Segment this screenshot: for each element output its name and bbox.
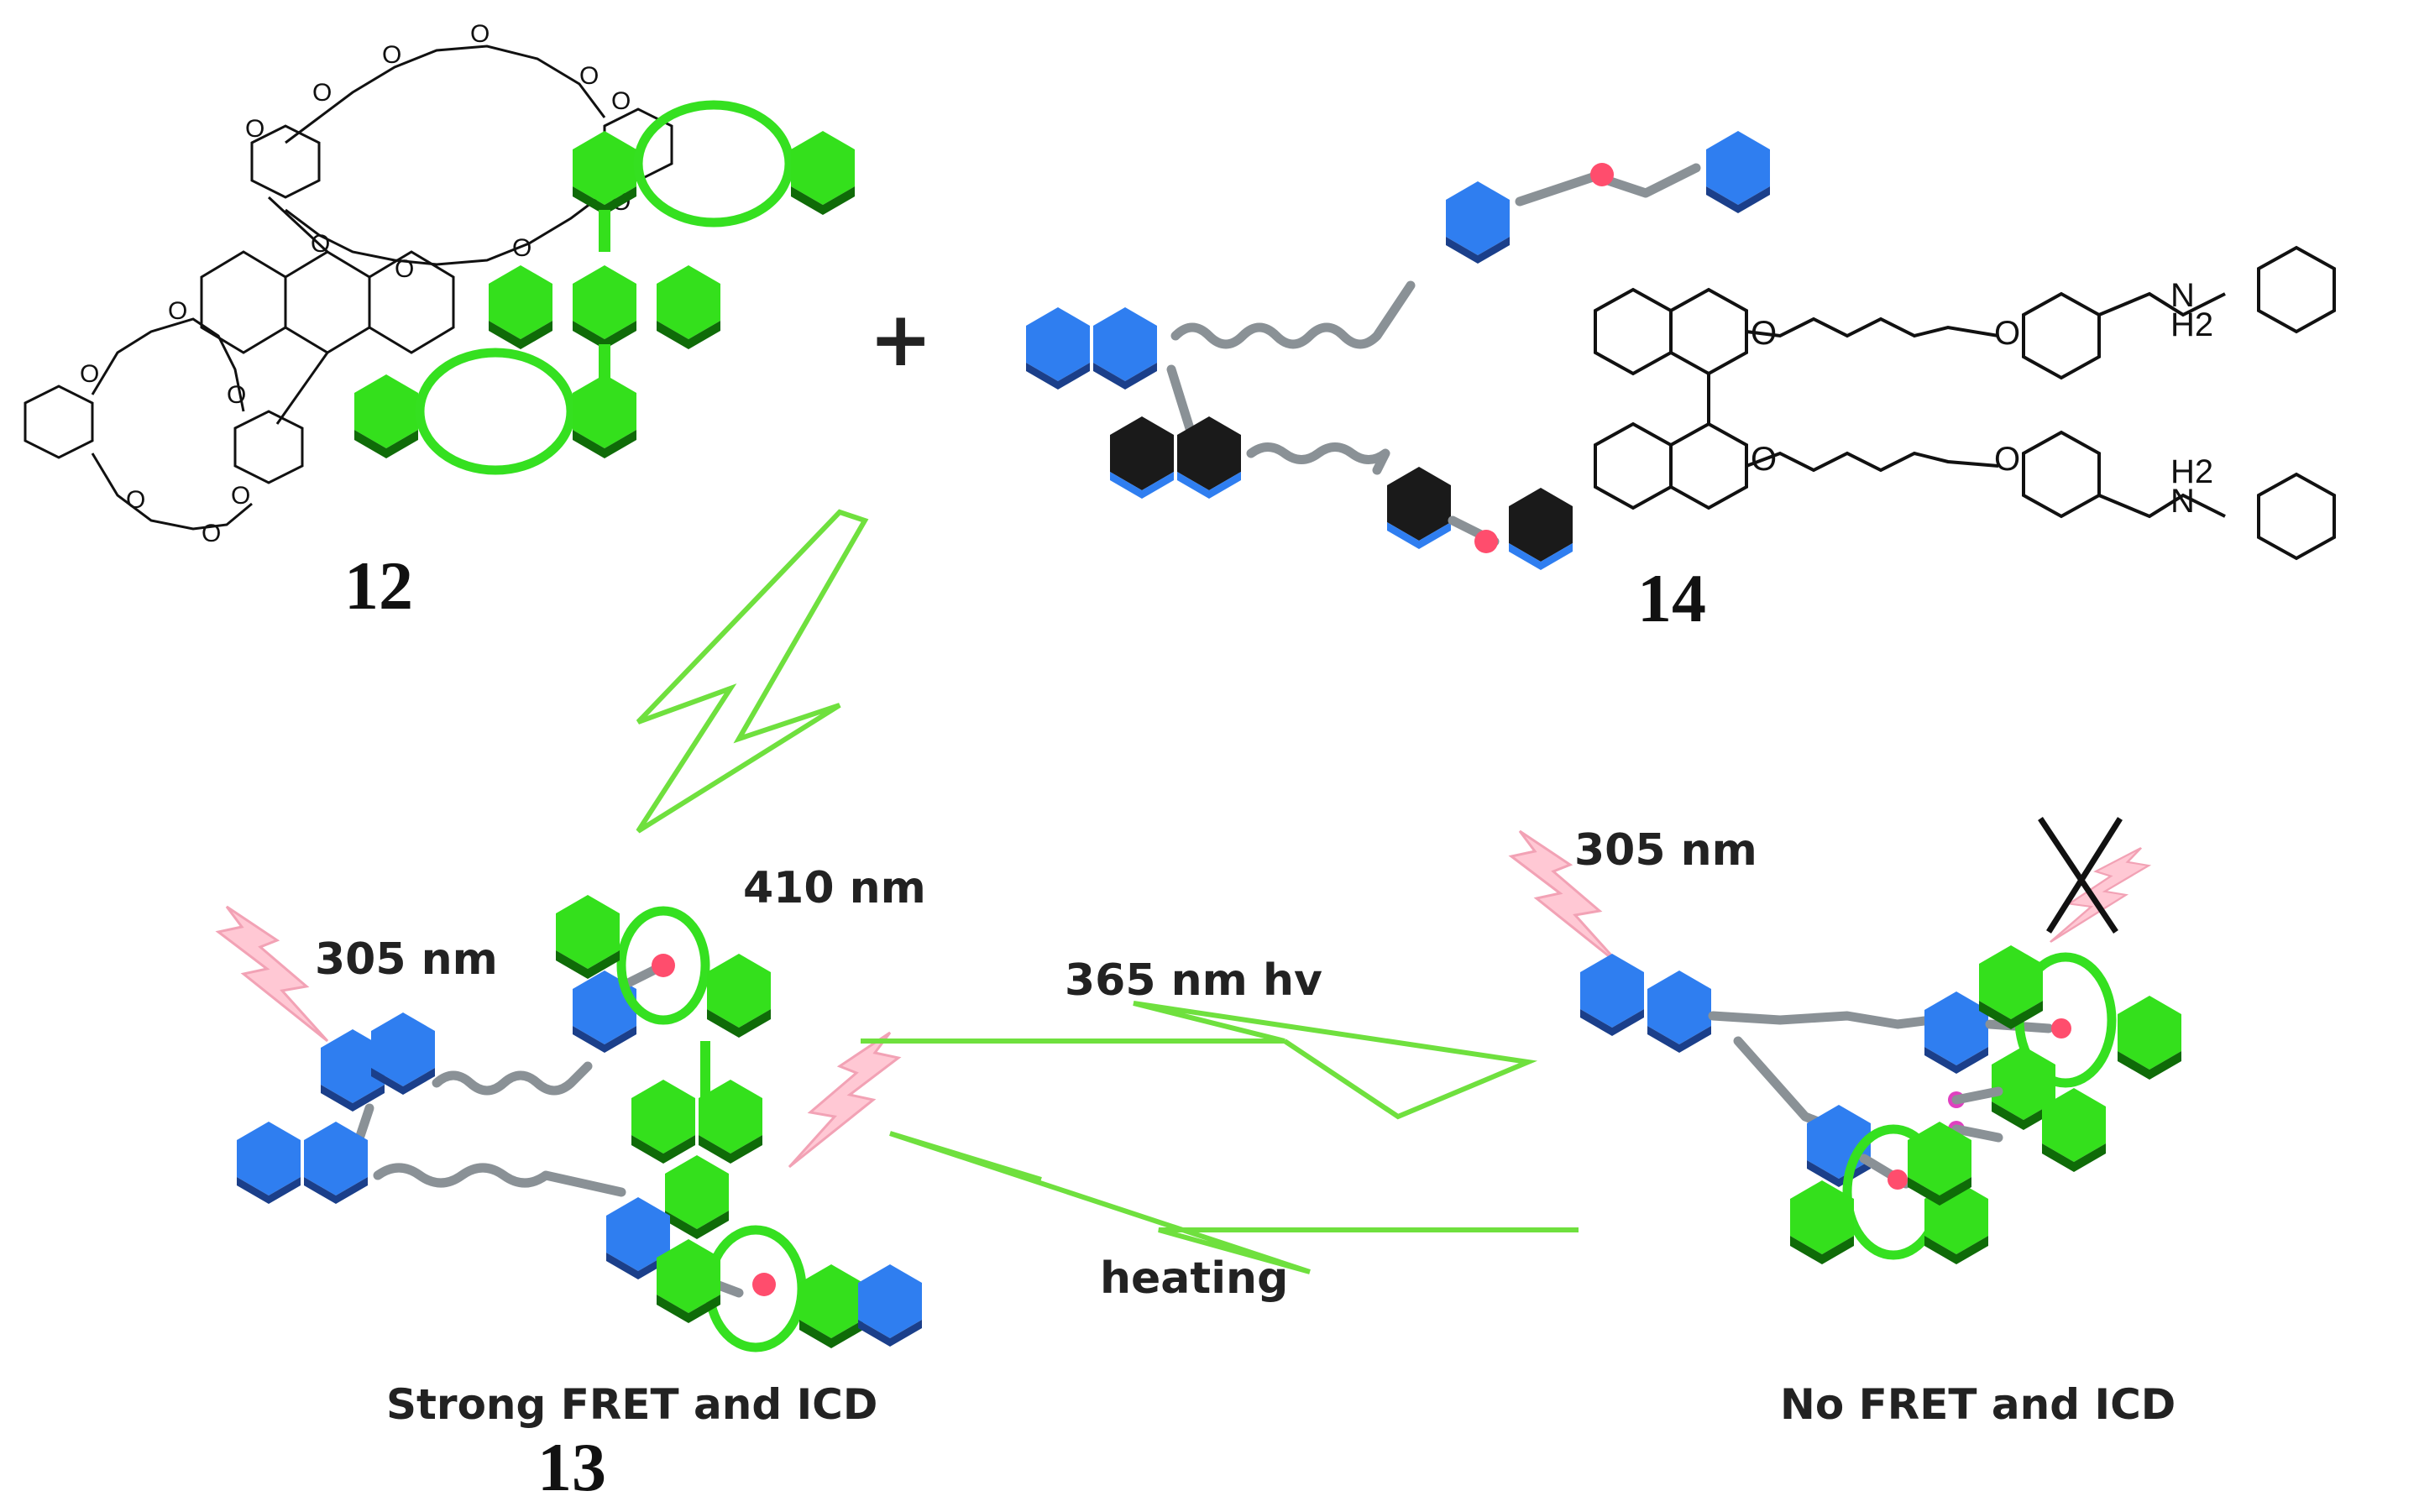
svg-text:O: O: [311, 230, 330, 258]
svg-text:N: N: [2170, 483, 2195, 520]
cross-mark-icon: [2038, 817, 2123, 934]
svg-text:O: O: [80, 360, 99, 388]
equilibrium-arrows: [861, 1001, 1579, 1274]
lightning-bolt-icon: [217, 905, 329, 1043]
svg-text:O: O: [1994, 441, 2020, 478]
svg-text:O: O: [395, 255, 414, 283]
svg-text:O: O: [202, 520, 221, 547]
svg-text:O: O: [512, 234, 531, 262]
svg-text:O: O: [1751, 315, 1777, 352]
caption-right-state: No FRET and ICD: [1780, 1380, 2176, 1429]
lightning-bolt-icon: [2049, 846, 2150, 944]
svg-text:O: O: [168, 297, 187, 325]
svg-text:O: O: [611, 87, 631, 115]
svg-text:H2: H2: [2170, 306, 2213, 343]
svg-text:O: O: [245, 115, 264, 143]
svg-text:O: O: [382, 41, 401, 69]
svg-text:O: O: [126, 486, 145, 514]
svg-text:O: O: [579, 62, 599, 90]
compound-12-cartoon: [354, 100, 855, 475]
compound-14-label: 14: [1637, 560, 1706, 636]
svg-text:O: O: [470, 20, 490, 48]
svg-text:O: O: [1751, 441, 1777, 478]
svg-text:O: O: [227, 381, 246, 409]
plus-sign: +: [869, 296, 932, 384]
svg-text:H2: H2: [2170, 453, 2213, 490]
svg-text:O: O: [312, 79, 332, 107]
assembly-arrow: [636, 509, 869, 834]
photoisomer-assembly: [1510, 817, 2181, 1264]
svg-text:O: O: [231, 482, 250, 510]
svg-text:O: O: [1994, 315, 2020, 352]
compound-12-structure: O O O O O O O O O O O O O O O O: [24, 20, 673, 547]
compound-13-label: 13: [537, 1429, 606, 1505]
excitation-label-right: 305 nm: [1574, 825, 1757, 876]
compound-14-structure: O O O O N H2 H2 N: [1594, 245, 2336, 561]
compound-14-cartoon: [1026, 131, 1770, 570]
reverse-condition-label: heating: [1100, 1253, 1288, 1304]
forward-condition-label: 365 nm hv: [1065, 955, 1322, 1006]
svg-text:N: N: [2170, 277, 2195, 314]
emission-label-left: 410 nm: [743, 863, 926, 913]
lightning-bolt-icon: [788, 1031, 900, 1169]
compound-13-assembly: [217, 895, 922, 1352]
caption-left-state: Strong FRET and ICD: [386, 1380, 877, 1429]
excitation-label-left: 305 nm: [315, 934, 498, 985]
compound-12-label: 12: [344, 547, 413, 624]
